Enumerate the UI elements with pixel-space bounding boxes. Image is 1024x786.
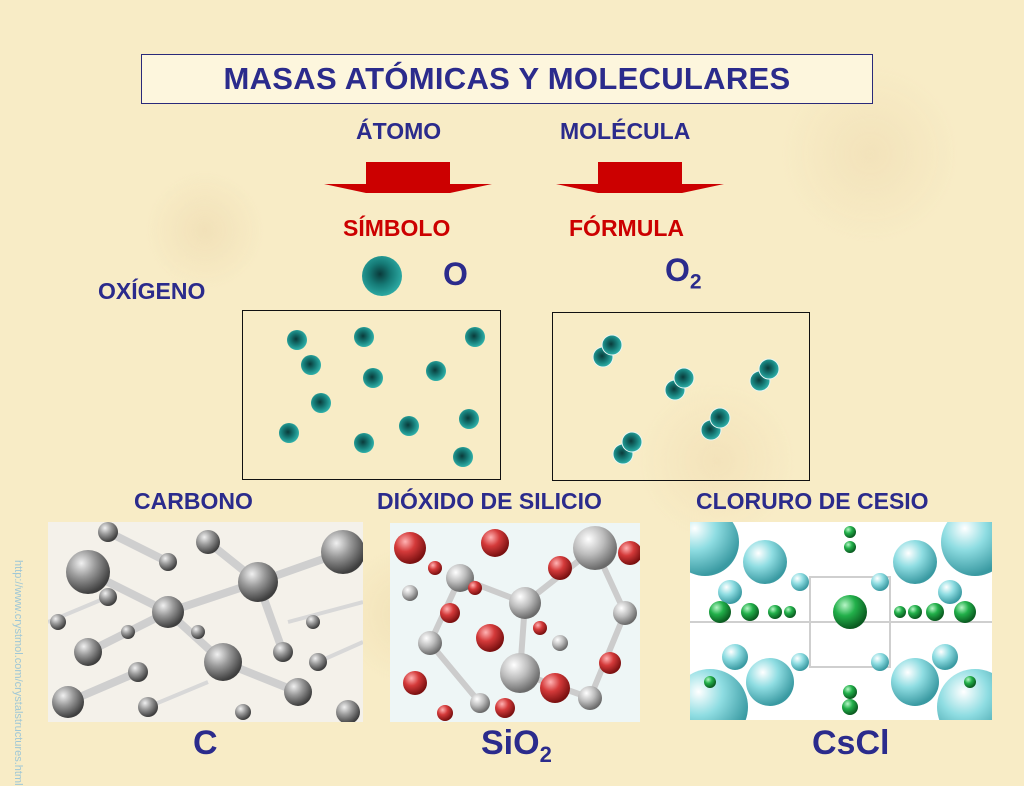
atom-header: ÁTOMO [356,118,442,144]
silicon-dioxide-crystal-image [390,523,640,722]
atoms-box [242,310,501,480]
symbol-value: O [443,256,468,292]
formula-value: O2 [665,252,702,294]
source-credit: http://www.crystmol.com/crystalstructure… [12,560,24,786]
page-title: MASAS ATÓMICAS Y MOLECULARES [223,61,791,96]
molecule-header: MOLÉCULA [560,118,691,144]
compound-formula-cesium-chloride: CsCl [812,724,889,763]
down-arrow-left-icon [324,162,492,193]
compound-label-carbon: CARBONO [134,488,253,514]
symbol-header: SÍMBOLO [343,215,451,241]
formula-header: FÓRMULA [569,215,684,241]
element-label: OXÍGENO [98,278,206,304]
formula-subscript: 2 [539,741,552,767]
oxygen-atom-icon [362,256,402,296]
molecules-box [552,312,810,481]
compound-label-silicon-dioxide: DIÓXIDO DE SILICIO [377,488,602,514]
compound-formula-silicon-dioxide: SiO2 [481,724,552,768]
down-arrow-right-icon [556,162,724,193]
formula-text: CsCl [812,724,890,762]
cesium-chloride-crystal-image [690,522,992,720]
compound-formula-carbon: C [193,724,218,763]
formula-text: SiO [481,724,540,762]
oxygen-atoms-diagram [279,327,485,467]
title-box: MASAS ATÓMICAS Y MOLECULARES [141,54,873,104]
formula-base: O [665,252,690,288]
oxygen-molecules-diagram [592,334,780,465]
carbon-crystal-image [48,522,363,722]
formula-text: C [193,724,218,762]
formula-subscript: 2 [689,270,702,294]
compound-label-cesium-chloride: CLORURO DE CESIO [696,488,929,514]
